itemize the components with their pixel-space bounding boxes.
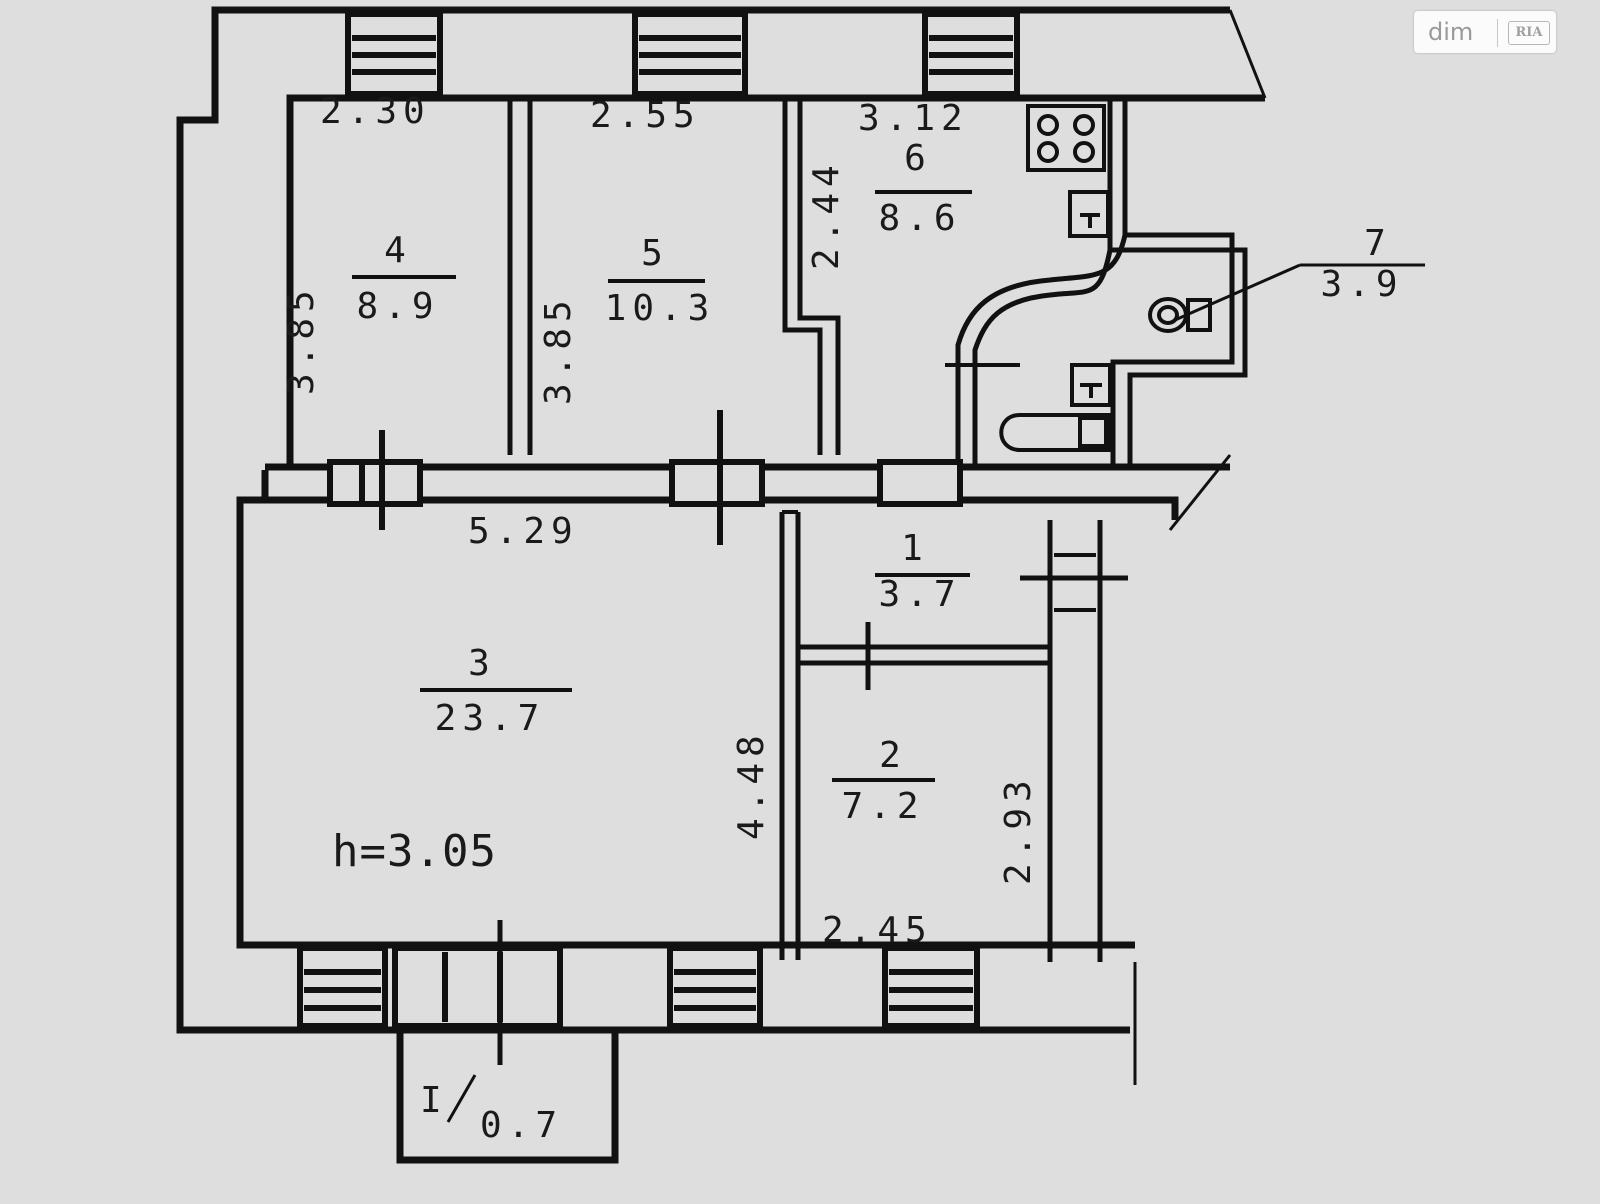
bathroom-wall-inner — [1110, 98, 1235, 465]
bathroom-curved-wall-b — [955, 234, 1128, 465]
bathtub-icon — [999, 413, 1112, 452]
room-5-width: 2.55 — [590, 95, 701, 136]
corridor-wall-bottom — [265, 496, 1179, 520]
room-2-number: 2 — [879, 735, 907, 776]
room-4-length: 3.85 — [281, 284, 322, 395]
room-7-area: 3.9 — [1320, 264, 1403, 305]
window-bottom-3 — [882, 945, 980, 1029]
ceiling-height: h=3.05 — [332, 826, 497, 877]
door-room-4 — [327, 459, 423, 507]
room-7-leader-line — [1174, 263, 1301, 322]
room-3-length: 4.48 — [731, 729, 772, 840]
balcony-number: I — [420, 1080, 448, 1121]
balcony-door — [392, 945, 563, 1029]
partition-5-6-b — [797, 98, 841, 455]
room-5-number: 5 — [641, 233, 669, 274]
walls — [176, 6, 1267, 1164]
room-3-area: 23.7 — [435, 698, 546, 739]
room-2-width: 2.45 — [822, 910, 933, 951]
sink-icon — [1068, 190, 1110, 238]
room-2-area: 7.2 — [841, 786, 924, 827]
watermark-text: dim — [1428, 18, 1474, 46]
room-6-number: 6 — [904, 138, 932, 179]
room-6-area: 8.6 — [878, 198, 961, 239]
room-1-area: 3.7 — [878, 574, 961, 615]
windows — [297, 11, 1020, 1029]
room-7-number: 7 — [1364, 223, 1392, 264]
room-6-width: 3.12 — [858, 98, 969, 139]
balcony-outline — [396, 1030, 619, 1164]
room-3-width: 5.29 — [468, 511, 579, 552]
window-top-2 — [632, 11, 748, 97]
room-labels: 2.30 4 8.9 3.85 2.55 5 10.3 3.85 3.12 6 … — [281, 91, 1425, 1146]
room-1-number: 1 — [901, 528, 929, 569]
window-bottom-1 — [297, 945, 388, 1029]
window-top-1 — [345, 11, 443, 97]
watermark-badge: dim RIA — [1414, 11, 1556, 53]
room-5-area: 10.3 — [605, 288, 716, 329]
washbasin-icon — [1070, 363, 1112, 407]
stove-icon — [1026, 104, 1106, 172]
partition-5-6-a — [782, 98, 823, 455]
inner-top-wall-line — [286, 94, 1265, 470]
room-4-number: 4 — [384, 230, 412, 271]
bathroom-curved-wall-a — [972, 249, 1113, 465]
room-4-area: 8.9 — [356, 286, 439, 327]
balcony-area: 0.7 — [480, 1105, 563, 1146]
room-5-length: 3.85 — [538, 294, 579, 405]
window-top-3 — [922, 11, 1020, 97]
room-2-length: 2.93 — [998, 774, 1039, 885]
room-6-length: 2.44 — [806, 159, 847, 270]
wall-break-middle — [1168, 454, 1232, 531]
room-3-number: 3 — [468, 643, 496, 684]
wall-break-top — [1228, 9, 1267, 99]
window-bottom-2 — [667, 945, 763, 1029]
ria-logo-icon: RIA — [1508, 21, 1550, 45]
doors — [327, 363, 1128, 1065]
room-4-width: 2.30 — [320, 91, 431, 132]
door-bathroom — [877, 459, 963, 507]
